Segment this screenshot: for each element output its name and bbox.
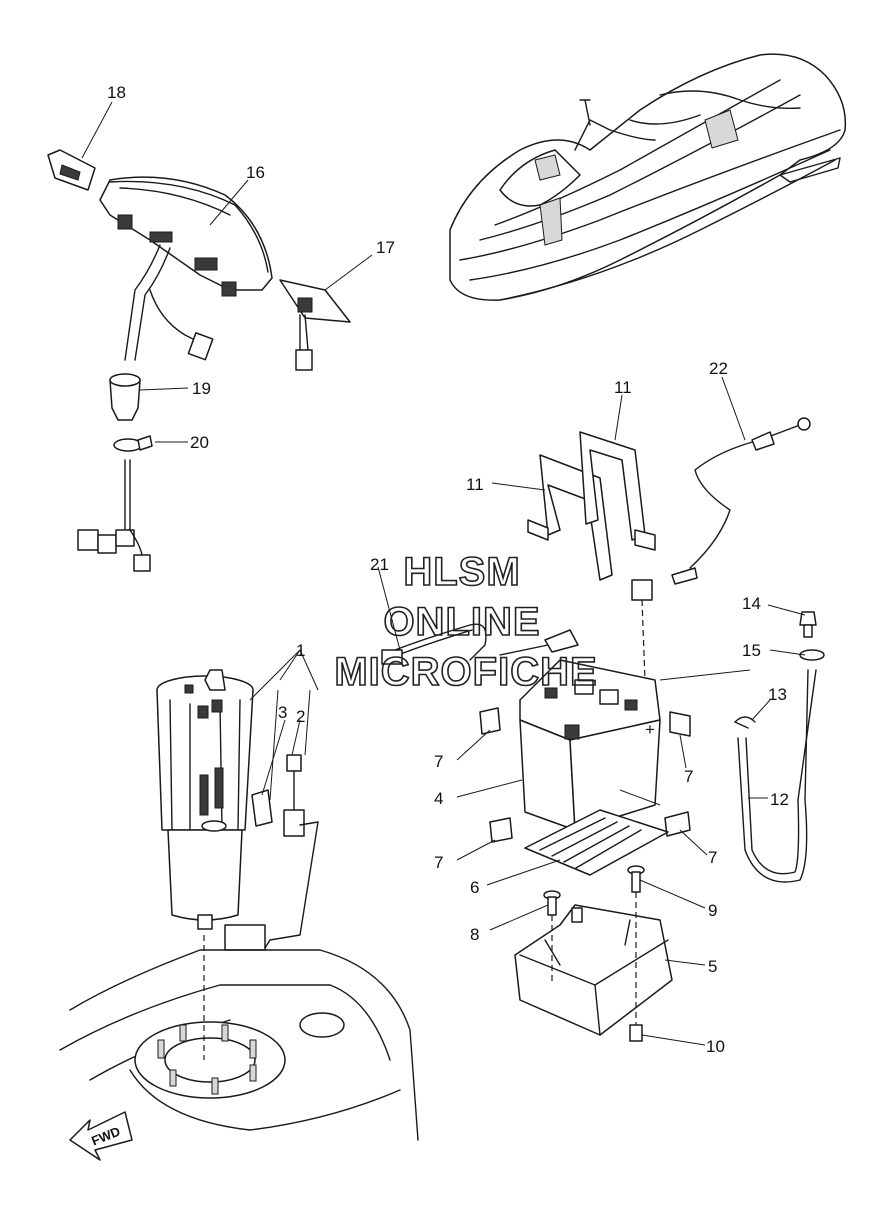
- grommet-part-19: [109, 373, 141, 421]
- battery-box-part-5: [514, 904, 673, 1036]
- callout-12: 12: [770, 790, 789, 809]
- leader-lines: [81, 101, 806, 1046]
- callout-7-a: 7: [434, 752, 443, 771]
- watermark-line-2: ONLINE: [383, 600, 540, 644]
- callout-7-c: 7: [434, 853, 443, 872]
- harness-connectors: [77, 459, 151, 572]
- battery-lead-part-21: [381, 623, 579, 665]
- battery-lead-part-22: [631, 417, 811, 601]
- callout-7-b: 7: [684, 767, 693, 786]
- battery-part-4: +: [519, 659, 661, 831]
- callout-14: 14: [742, 594, 761, 613]
- bolt-part-9: [627, 865, 645, 893]
- bracket-part-3: [251, 789, 273, 827]
- battery-pad-part-7: [479, 707, 691, 843]
- callout-8: 8: [470, 925, 479, 944]
- callout-4: 4: [434, 789, 443, 808]
- collar-part-10: [629, 1024, 643, 1042]
- callout-labels: 18 16 17 19 20 1 2 3 11 11 22 21 7 4 7 7…: [107, 83, 789, 1056]
- cap-part-18: [47, 149, 96, 191]
- sensor-part-17: [279, 279, 351, 371]
- fwd-arrow: FWD: [69, 1111, 133, 1161]
- callout-11-left: 11: [466, 475, 484, 494]
- callout-13: 13: [768, 685, 787, 704]
- sensor-part-2: [224, 754, 319, 951]
- callout-21: 21: [370, 555, 389, 574]
- callout-20: 20: [190, 433, 209, 452]
- callout-16: 16: [246, 163, 265, 182]
- bolt-part-8: [543, 890, 561, 916]
- callout-22: 22: [709, 359, 728, 378]
- battery-band-part-11-front: [527, 454, 613, 581]
- clamp-part-15: [799, 649, 825, 661]
- battery-band-part-11-rear: [579, 431, 656, 551]
- watermark-line-1: HLSM: [403, 550, 520, 594]
- callout-1: 1: [296, 641, 305, 660]
- meter-assembly: [99, 176, 273, 361]
- watermark: HLSM ONLINE MICROFICHE: [334, 549, 598, 695]
- fuel-tank: [59, 949, 419, 1141]
- callout-18: 18: [107, 83, 126, 102]
- callout-2: 2: [296, 707, 305, 726]
- breather-hose-part-12: [737, 669, 817, 883]
- callout-9: 9: [708, 901, 717, 920]
- fuel-pump-assembly: [156, 669, 254, 930]
- callout-19: 19: [192, 379, 211, 398]
- callout-11-top: 11: [614, 378, 632, 397]
- watermark-line-3: MICROFICHE: [334, 650, 597, 694]
- clamp-part-20: [113, 435, 153, 452]
- callout-17: 17: [376, 238, 395, 257]
- callout-5: 5: [708, 957, 717, 976]
- callout-10: 10: [706, 1037, 725, 1056]
- callout-6: 6: [470, 878, 479, 897]
- battery-mat-part-6: [524, 809, 669, 876]
- watercraft-illustration: [449, 53, 847, 301]
- callout-7-d: 7: [708, 848, 717, 867]
- plus-terminal-mark: +: [645, 720, 655, 739]
- cap-part-14: [799, 611, 817, 638]
- clip-part-13: [734, 716, 756, 729]
- callout-3: 3: [278, 703, 287, 722]
- callout-15: 15: [742, 641, 761, 660]
